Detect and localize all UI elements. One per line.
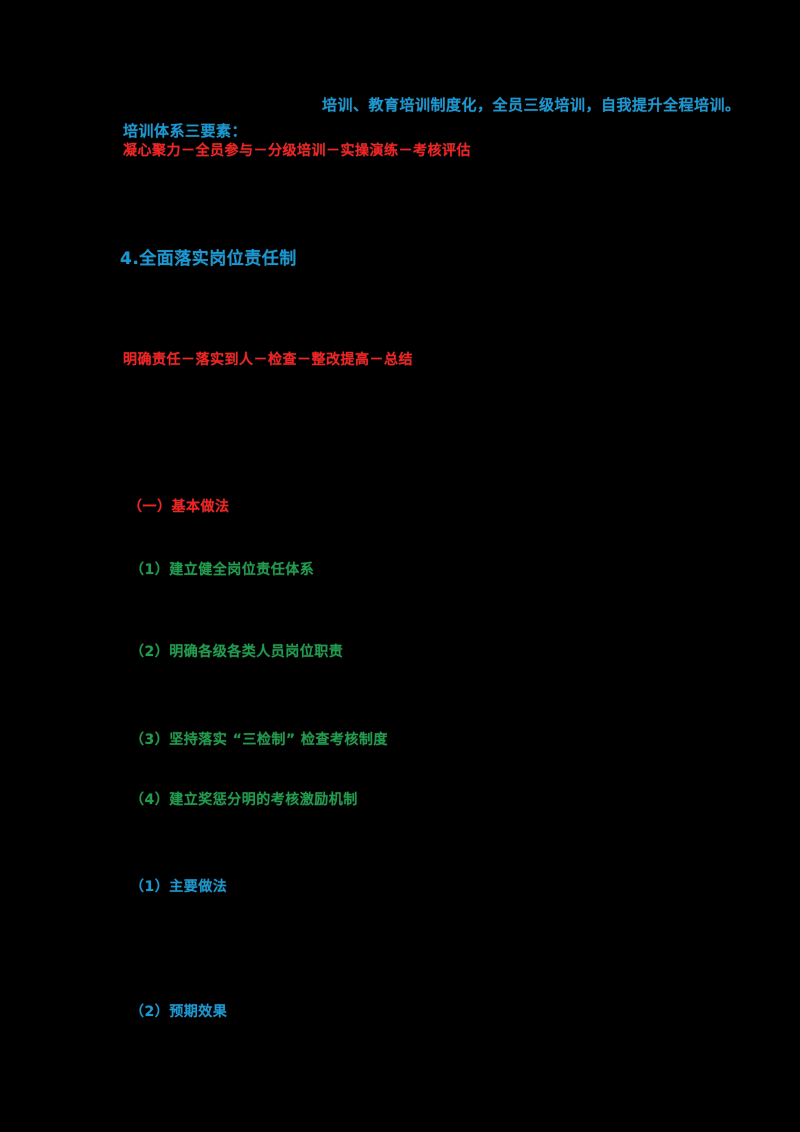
green-numbered-item-1: （1）建立健全岗位责任体系 <box>130 562 315 578</box>
blue-numbered-item-2: （2）预期效果 <box>130 1004 228 1020</box>
title-continuation-line: 培训、教育培训制度化，全员三级培训，自我提升全程培训。 <box>322 96 741 114</box>
section-heading: 4.全面落实岗位责任制 <box>120 249 297 269</box>
green-numbered-item-4: （4）建立奖惩分明的考核激励机制 <box>130 792 358 808</box>
red-subheading: （一）基本做法 <box>128 499 230 515</box>
green-numbered-item-2: （2）明确各级各类人员岗位职责 <box>130 644 344 660</box>
blue-numbered-item-1: （1）主要做法 <box>130 879 228 895</box>
blue-label-line: 培训体系三要素： <box>123 122 248 140</box>
red-mnemonic-chain-2: 明确责任－落实到人－检查－整改提高－总结 <box>123 352 413 368</box>
red-mnemonic-chain-1: 凝心聚力－全员参与－分级培训－实操演练－考核评估 <box>123 143 471 159</box>
green-numbered-item-3: （3）坚持落实 “三检制” 检查考核制度 <box>130 732 388 748</box>
